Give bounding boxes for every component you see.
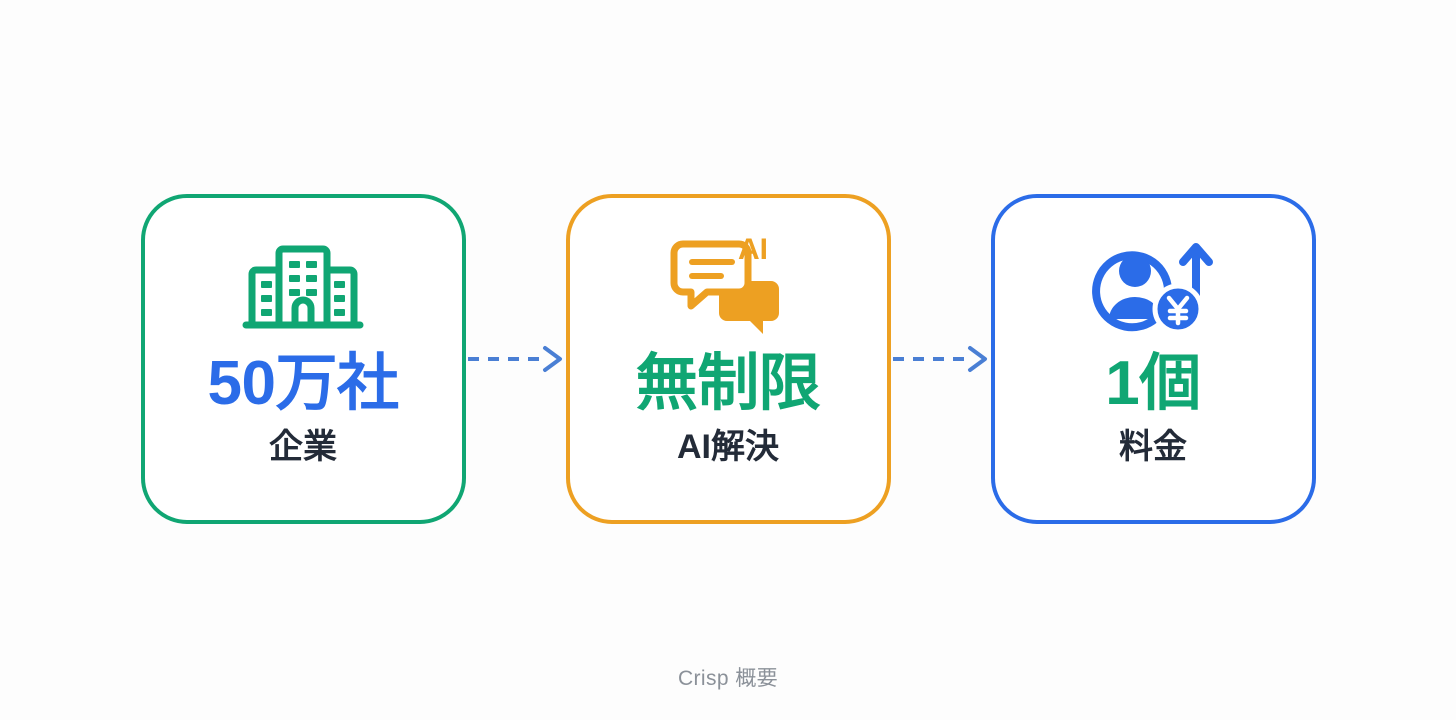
ai-icon-text: AI — [738, 233, 768, 266]
stat-label: 料金 — [1119, 428, 1187, 467]
stat-card-ai-resolution: AI 無制限 AI解決 — [565, 194, 891, 524]
stat-card-companies: 50万社 企業 — [140, 194, 466, 524]
ai-chat-bubbles-icon: AI — [664, 232, 792, 336]
dashed-arrow-right-1 — [466, 339, 566, 379]
stat-label: AI解決 — [677, 428, 779, 467]
footer-caption: Crisp 概要 — [677, 667, 779, 690]
stat-card-pricing: 1個 料金 — [990, 194, 1316, 524]
stat-label: 企業 — [269, 428, 337, 467]
user-revenue-yen-icon — [1089, 232, 1217, 336]
stat-value: 無制限 — [635, 349, 821, 418]
stat-value: 50万社 — [207, 349, 399, 418]
flow-cards-row: 50万社 企業 — [0, 192, 1456, 526]
office-building-icon — [239, 232, 367, 336]
stat-value: 1個 — [1105, 349, 1201, 418]
dashed-arrow-right-2 — [891, 339, 991, 379]
